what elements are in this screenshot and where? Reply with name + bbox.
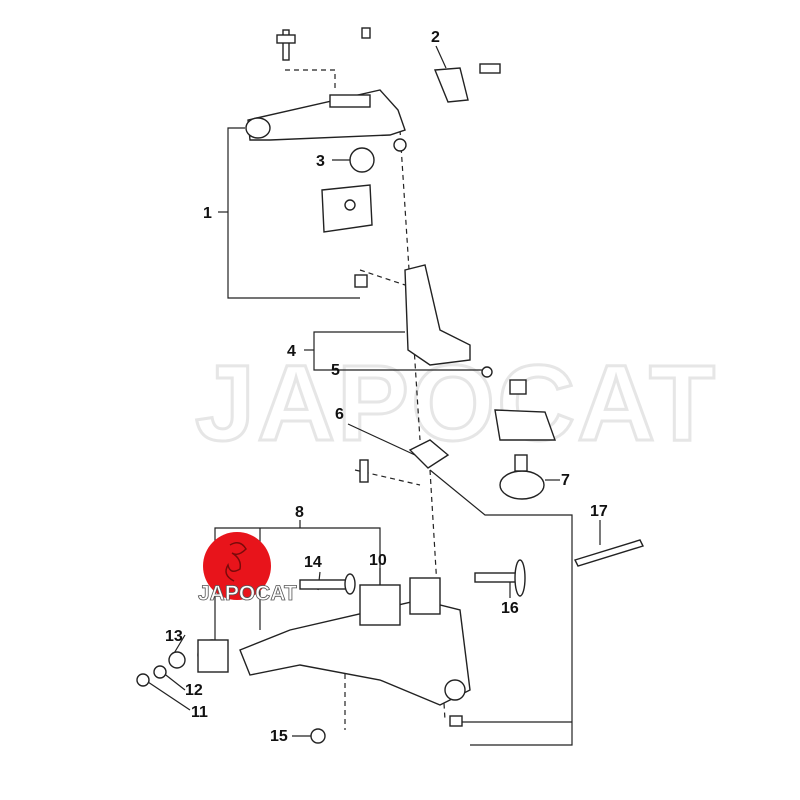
callout-1: 1 <box>203 205 212 222</box>
japocat-logo: JAPOCAT <box>198 532 297 605</box>
upper-control-arm <box>245 89 407 152</box>
callout-13: 13 <box>165 628 183 645</box>
callout-12: 12 <box>185 682 203 699</box>
bump-stop-3 <box>321 147 375 233</box>
callout-17: 17 <box>590 503 608 520</box>
callout-14: 14 <box>304 554 322 571</box>
callout-6: 6 <box>335 406 344 423</box>
callout-3: 3 <box>316 153 325 170</box>
callout-10: 10 <box>369 552 387 569</box>
callout-16: 16 <box>501 600 519 617</box>
logo-text: JAPOCAT <box>198 582 297 605</box>
lower-control-arm <box>197 577 471 706</box>
bushing-7 <box>499 454 545 500</box>
bolts-lower <box>136 539 644 744</box>
callout-5: 5 <box>331 362 340 379</box>
logo-red-circle <box>203 532 271 600</box>
callout-labels: 1 2 3 4 5 6 7 8 10 11 12 13 14 15 16 17 <box>165 29 608 745</box>
callout-11: 11 <box>191 704 208 721</box>
ball-joint-6 <box>359 439 450 483</box>
callout-7: 7 <box>561 472 570 489</box>
steering-knuckle-4 <box>354 264 556 441</box>
callout-4: 4 <box>287 343 296 360</box>
callout-15: 15 <box>270 728 288 745</box>
bracket-2 <box>433 67 469 103</box>
callout-2: 2 <box>431 29 440 46</box>
callout-8: 8 <box>295 504 304 521</box>
bolts-top <box>276 27 501 74</box>
